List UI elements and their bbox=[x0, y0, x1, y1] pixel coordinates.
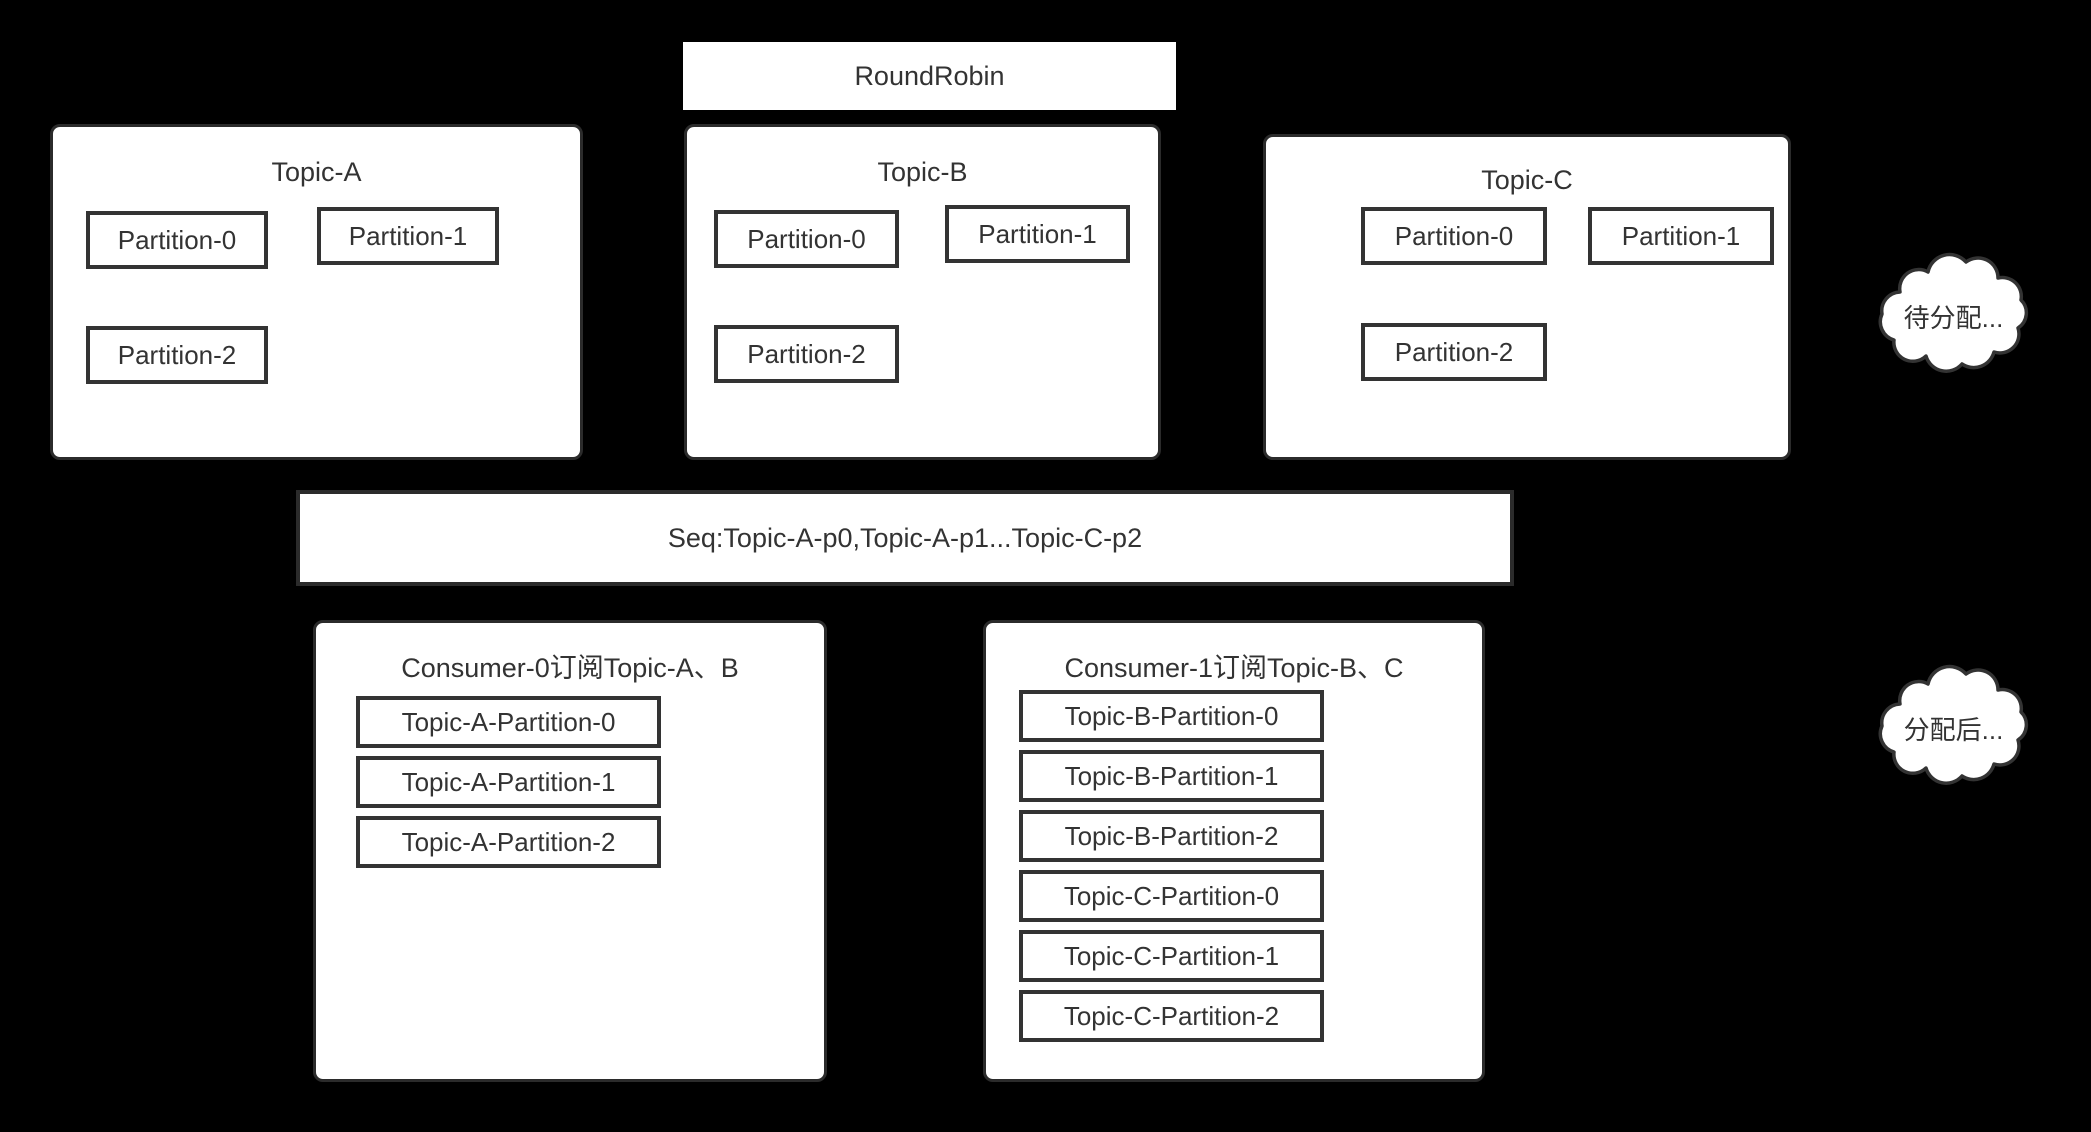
consumer-1-assignment-5-label: Topic-C-Partition-2 bbox=[1063, 1000, 1280, 1031]
topic-c-partition-2[interactable]: Partition-2 bbox=[1361, 323, 1547, 381]
topic-a-partition-1-label: Partition-1 bbox=[348, 220, 468, 251]
topic-a-partition-0-label: Partition-0 bbox=[117, 224, 237, 255]
cloud-pending-allocation-label: 待分配... bbox=[1903, 303, 2004, 333]
consumer-1-assignment-0[interactable]: Topic-B-Partition-0 bbox=[1019, 690, 1324, 742]
topic-a-box[interactable]: Topic-A Partition-0 Partition-1 Partitio… bbox=[50, 124, 583, 460]
cloud-after-allocation[interactable]: 分配后... bbox=[1866, 660, 2041, 790]
topic-b-partition-2[interactable]: Partition-2 bbox=[714, 325, 899, 383]
topic-a-title: Topic-A bbox=[271, 157, 362, 187]
consumer-1-assignment-2[interactable]: Topic-B-Partition-2 bbox=[1019, 810, 1324, 862]
cloud-shape-icon bbox=[1878, 252, 2029, 373]
sequence-bar[interactable]: Seq:Topic-A-p0,Topic-A-p1...Topic-C-p2 bbox=[296, 490, 1514, 586]
topic-a-partition-1[interactable]: Partition-1 bbox=[317, 207, 499, 265]
topic-c-box[interactable]: Topic-C Partition-0 Partition-1 Partitio… bbox=[1263, 134, 1791, 460]
topic-c-partition-0[interactable]: Partition-0 bbox=[1361, 207, 1547, 265]
strategy-roundrobin-bar[interactable]: RoundRobin bbox=[683, 42, 1176, 110]
topic-a-partition-2[interactable]: Partition-2 bbox=[86, 326, 268, 384]
consumer-1-assignment-3-label: Topic-C-Partition-0 bbox=[1063, 880, 1280, 911]
topic-b-partition-0-label: Partition-0 bbox=[747, 223, 866, 254]
topic-c-title: Topic-C bbox=[1481, 165, 1573, 195]
consumer-1-assignment-4[interactable]: Topic-C-Partition-1 bbox=[1019, 930, 1324, 982]
cloud-after-allocation-label: 分配后... bbox=[1903, 715, 2004, 745]
topic-c-partition-2-label: Partition-2 bbox=[1394, 336, 1514, 367]
consumer-1-assignment-5[interactable]: Topic-C-Partition-2 bbox=[1019, 990, 1324, 1042]
topic-b-box[interactable]: Topic-B Partition-0 Partition-1 Partitio… bbox=[684, 124, 1161, 460]
topic-a-partition-2-label: Partition-2 bbox=[117, 339, 237, 370]
topic-b-partition-1[interactable]: Partition-1 bbox=[945, 205, 1130, 263]
topic-b-partition-1-label: Partition-1 bbox=[978, 218, 1097, 249]
topic-c-partition-0-label: Partition-0 bbox=[1394, 220, 1514, 251]
topic-a-partition-0[interactable]: Partition-0 bbox=[86, 211, 268, 269]
consumer-1-assignment-4-label: Topic-C-Partition-1 bbox=[1063, 940, 1280, 971]
consumer-0-title: Consumer-0订阅Topic-A、B bbox=[401, 653, 739, 683]
topic-c-partition-1[interactable]: Partition-1 bbox=[1588, 207, 1774, 265]
topic-b-partition-2-label: Partition-2 bbox=[747, 338, 866, 369]
consumer-0-assignment-1[interactable]: Topic-A-Partition-1 bbox=[356, 756, 661, 808]
topic-b-partition-0[interactable]: Partition-0 bbox=[714, 210, 899, 268]
cloud-shape-icon bbox=[1878, 664, 2029, 785]
consumer-1-assignment-0-label: Topic-B-Partition-0 bbox=[1064, 700, 1279, 731]
consumer-0-assignment-1-label: Topic-A-Partition-1 bbox=[401, 766, 616, 797]
consumer-0-assignment-0[interactable]: Topic-A-Partition-0 bbox=[356, 696, 661, 748]
consumer-1-assignment-1-label: Topic-B-Partition-1 bbox=[1064, 760, 1279, 791]
cloud-pending-allocation[interactable]: 待分配... bbox=[1866, 248, 2041, 378]
consumer-0-assignment-0-label: Topic-A-Partition-0 bbox=[401, 706, 616, 737]
sequence-bar-label: Seq:Topic-A-p0,Topic-A-p1...Topic-C-p2 bbox=[667, 522, 1143, 553]
consumer-0-box[interactable]: Consumer-0订阅Topic-A、B Topic-A-Partition-… bbox=[313, 620, 827, 1082]
consumer-1-assignment-3[interactable]: Topic-C-Partition-0 bbox=[1019, 870, 1324, 922]
strategy-roundrobin-label: RoundRobin bbox=[854, 60, 1005, 91]
consumer-0-assignment-2[interactable]: Topic-A-Partition-2 bbox=[356, 816, 661, 868]
consumer-1-assignment-1[interactable]: Topic-B-Partition-1 bbox=[1019, 750, 1324, 802]
consumer-1-title: Consumer-1订阅Topic-B、C bbox=[1064, 653, 1404, 683]
consumer-0-assignment-2-label: Topic-A-Partition-2 bbox=[401, 826, 616, 857]
consumer-1-assignment-2-label: Topic-B-Partition-2 bbox=[1064, 820, 1279, 851]
topic-c-partition-1-label: Partition-1 bbox=[1621, 220, 1741, 251]
topic-b-title: Topic-B bbox=[877, 157, 968, 187]
consumer-1-box[interactable]: Consumer-1订阅Topic-B、C Topic-B-Partition-… bbox=[983, 620, 1485, 1082]
